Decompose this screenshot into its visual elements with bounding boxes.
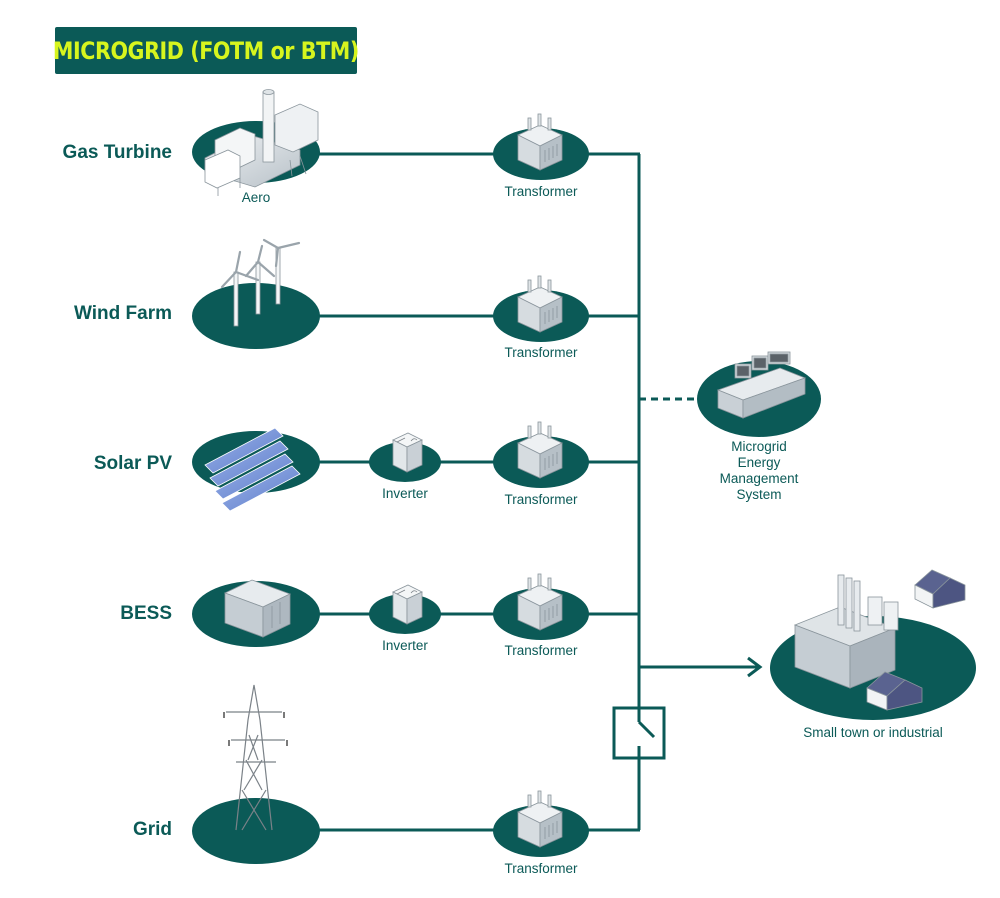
caption-load: Small town or industrial (803, 725, 943, 740)
source-label-bess: BESS (120, 603, 172, 624)
gas-turbine-icon (204, 89, 319, 196)
battery-container-icon (223, 579, 292, 638)
caption-transformer: Transformer (504, 345, 578, 360)
caption-aero: Aero (241, 190, 271, 205)
source-label-gas-turbine: Gas Turbine (62, 142, 172, 163)
inverter-icon (392, 432, 423, 473)
transformer-icon (517, 421, 563, 479)
transformer-icon (517, 573, 563, 631)
source-label-wind-farm: Wind Farm (74, 303, 172, 324)
solar-panel-icon (204, 427, 301, 512)
inverter-icon (392, 584, 423, 625)
arrow-head-icon (747, 656, 763, 678)
mems-line: Microgrid (731, 439, 787, 454)
mems-line: Management (719, 471, 799, 486)
source-label-solar-pv: Solar PV (93, 453, 172, 474)
mems-line: System (736, 487, 782, 502)
caption-transformer: Transformer (504, 492, 578, 507)
transmission-tower-icon (223, 684, 288, 831)
control-desk-icon (716, 351, 807, 419)
wind-farm-platform (192, 283, 320, 349)
transformer-icon (517, 275, 563, 333)
caption-transformer: Transformer (504, 184, 578, 199)
caption-inverter: Inverter (382, 638, 428, 653)
switch-blade (637, 720, 656, 739)
mems-line: Energy (737, 455, 781, 470)
caption-transformer: Transformer (504, 861, 578, 876)
transformer-icon (517, 113, 563, 171)
transformer-icon (517, 790, 563, 848)
diagram-title: MICROGRID (FOTM or BTM) (53, 36, 359, 65)
wind-turbine-icon (220, 238, 301, 327)
title-banner: MICROGRID (FOTM or BTM) (53, 27, 359, 74)
source-label-grid: Grid (132, 819, 172, 840)
caption-transformer: Transformer (504, 643, 578, 658)
grid-platform (192, 798, 320, 864)
factory-houses-icon (793, 569, 966, 711)
caption-inverter: Inverter (382, 486, 428, 501)
caption-mems: Microgrid Energy Management System (679, 439, 839, 503)
